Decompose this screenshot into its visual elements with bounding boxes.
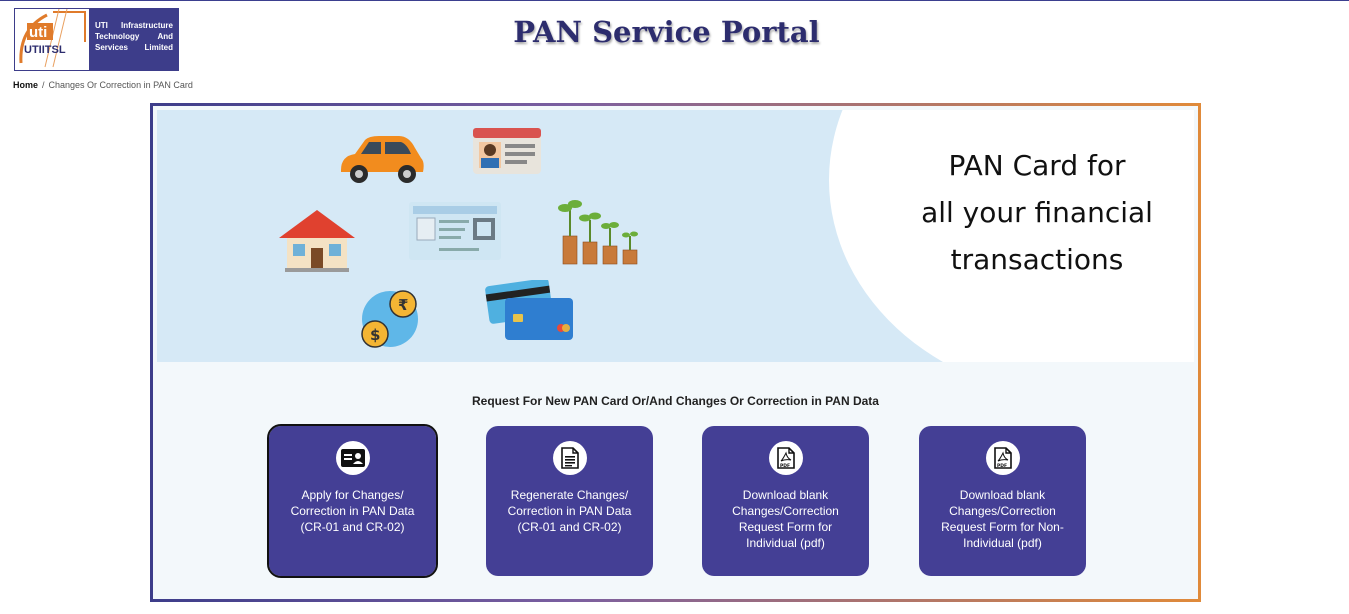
card-label: Download blank Changes/Correction Reques… (941, 488, 1064, 550)
banner-line-3: transactions (950, 243, 1124, 276)
document-icon (552, 441, 587, 475)
breadcrumb-current: Changes Or Correction in PAN Card (48, 80, 193, 90)
logo-company-name: UTI Infrastructure Technology And Services… (89, 9, 178, 70)
section-heading: Request For New PAN Card Or/And Changes … (472, 394, 879, 408)
svg-text:₹: ₹ (398, 296, 408, 314)
logo-word: Limited (144, 43, 173, 52)
logo-word: UTI (95, 21, 108, 30)
banner-tagline: PAN Card for all your financial transact… (897, 142, 1177, 283)
logo-brand-top: uti (29, 24, 47, 41)
logo-word: Technology (95, 32, 140, 41)
coins-growth-icon (558, 200, 638, 265)
main-panel: ₹ $ PAN Card for all your financial tran… (150, 103, 1201, 602)
svg-text:PDF: PDF (997, 463, 1007, 469)
svg-text:$: $ (370, 326, 380, 344)
card-label: Regenerate Changes/ Correction in PAN Da… (507, 488, 632, 534)
credit-card-icon (485, 280, 573, 340)
banner-white-shape (829, 110, 1194, 362)
download-individual-form-card[interactable]: PDF Download blank Changes/Correction Re… (702, 426, 869, 576)
house-icon (279, 210, 355, 272)
top-border (0, 0, 1349, 1)
apply-changes-card[interactable]: Apply for Changes/ Correction in PAN Dat… (267, 424, 438, 578)
banner-line-1: PAN Card for (948, 149, 1126, 182)
promo-banner: ₹ $ PAN Card for all your financial tran… (157, 110, 1194, 362)
currency-exchange-icon: ₹ $ (361, 290, 418, 348)
breadcrumb: Home / Changes Or Correction in PAN Card (13, 80, 193, 90)
banner-line-2: all your financial (921, 196, 1153, 229)
logo-word: Infrastructure (120, 21, 173, 30)
pdf-icon: PDF (985, 441, 1020, 475)
logo-word: Services (95, 43, 128, 52)
breadcrumb-separator: / (42, 80, 45, 90)
download-non-individual-form-card[interactable]: PDF Download blank Changes/Correction Re… (919, 426, 1086, 576)
pdf-icon: PDF (768, 441, 803, 475)
card-label: Download blank Changes/Correction Reques… (732, 488, 839, 550)
page-title: PAN Service Portal (513, 15, 820, 49)
car-icon (341, 136, 424, 183)
svg-text:PDF: PDF (780, 463, 790, 469)
logo-emblem: uti UTIITSL (15, 8, 89, 70)
logo-brand-bottom: UTIITSL (24, 44, 66, 56)
id-card-illustration-icon (473, 128, 541, 174)
id-card-icon (335, 441, 370, 475)
regenerate-changes-card[interactable]: Regenerate Changes/ Correction in PAN Da… (486, 426, 653, 576)
breadcrumb-home-link[interactable]: Home (13, 80, 39, 90)
pan-card-illustration-icon (409, 202, 501, 260)
utiitsl-logo[interactable]: uti UTIITSL UTI Infrastructure Technology… (14, 8, 179, 71)
logo-word: And (157, 32, 173, 41)
card-label: Apply for Changes/ Correction in PAN Dat… (290, 488, 415, 534)
